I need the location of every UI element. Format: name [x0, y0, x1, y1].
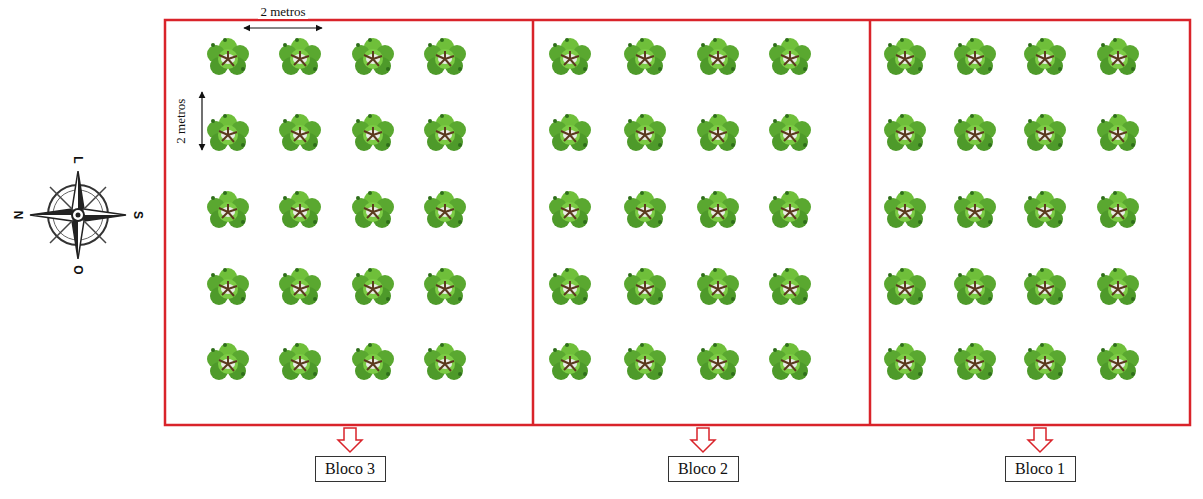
tree — [424, 191, 466, 228]
tree — [279, 343, 321, 380]
tree — [624, 114, 666, 151]
tree — [207, 38, 249, 75]
tree — [424, 343, 466, 380]
tree — [1024, 114, 1066, 151]
block-label: Bloco 1 — [1015, 460, 1065, 478]
block-label-box: Bloco 2 — [668, 456, 739, 482]
tree — [424, 114, 466, 151]
tree — [352, 191, 394, 228]
tree — [884, 38, 926, 75]
block-label: Bloco 2 — [678, 460, 728, 478]
tree — [697, 191, 739, 228]
tree — [424, 38, 466, 75]
tree — [279, 268, 321, 305]
tree — [954, 268, 996, 305]
block-label-box: Bloco 3 — [315, 456, 386, 482]
tree — [549, 268, 591, 305]
tree — [207, 114, 249, 151]
tree — [1024, 268, 1066, 305]
tree — [769, 38, 811, 75]
tree — [624, 343, 666, 380]
tree — [1024, 191, 1066, 228]
tree — [352, 38, 394, 75]
tree — [1097, 114, 1139, 151]
block-label: Bloco 3 — [325, 460, 375, 478]
compass-letter: L — [72, 156, 84, 163]
tree — [207, 268, 249, 305]
tree — [549, 114, 591, 151]
tree — [624, 268, 666, 305]
tree — [769, 343, 811, 380]
tree — [1024, 343, 1066, 380]
tree — [424, 268, 466, 305]
block-label-box: Bloco 1 — [1005, 456, 1076, 482]
tree — [279, 191, 321, 228]
tree — [1097, 343, 1139, 380]
tree — [549, 191, 591, 228]
tree — [549, 343, 591, 380]
tree — [769, 191, 811, 228]
tree — [954, 191, 996, 228]
field-border — [165, 20, 1190, 425]
dimension-arrow — [201, 92, 202, 150]
tree — [207, 191, 249, 228]
tree — [697, 343, 739, 380]
dimension-label: 2 metros — [175, 96, 189, 145]
tree — [1024, 38, 1066, 75]
tree — [769, 114, 811, 151]
compass-letter: S — [132, 211, 144, 219]
tree — [1097, 191, 1139, 228]
tree — [352, 268, 394, 305]
compass-letter: O — [72, 265, 84, 274]
tree — [954, 343, 996, 380]
tree — [884, 191, 926, 228]
tree — [352, 343, 394, 380]
tree — [1097, 38, 1139, 75]
dimension-arrow — [244, 27, 322, 28]
tree — [697, 38, 739, 75]
tree — [884, 343, 926, 380]
tree — [624, 38, 666, 75]
compass-letter: N — [12, 211, 24, 220]
tree — [549, 38, 591, 75]
tree — [279, 38, 321, 75]
tree — [697, 268, 739, 305]
tree — [1097, 268, 1139, 305]
dimension-label: 2 metros — [258, 5, 307, 19]
compass-rose — [30, 171, 126, 259]
block-divider — [532, 20, 535, 425]
block-divider — [869, 20, 872, 425]
tree — [884, 114, 926, 151]
block-pointer — [338, 428, 1052, 452]
tree — [352, 114, 394, 151]
tree — [954, 114, 996, 151]
tree — [697, 114, 739, 151]
tree — [207, 343, 249, 380]
tree — [624, 191, 666, 228]
tree — [884, 268, 926, 305]
tree — [769, 268, 811, 305]
tree — [954, 38, 996, 75]
tree — [279, 114, 321, 151]
tree-grid — [207, 38, 1139, 380]
